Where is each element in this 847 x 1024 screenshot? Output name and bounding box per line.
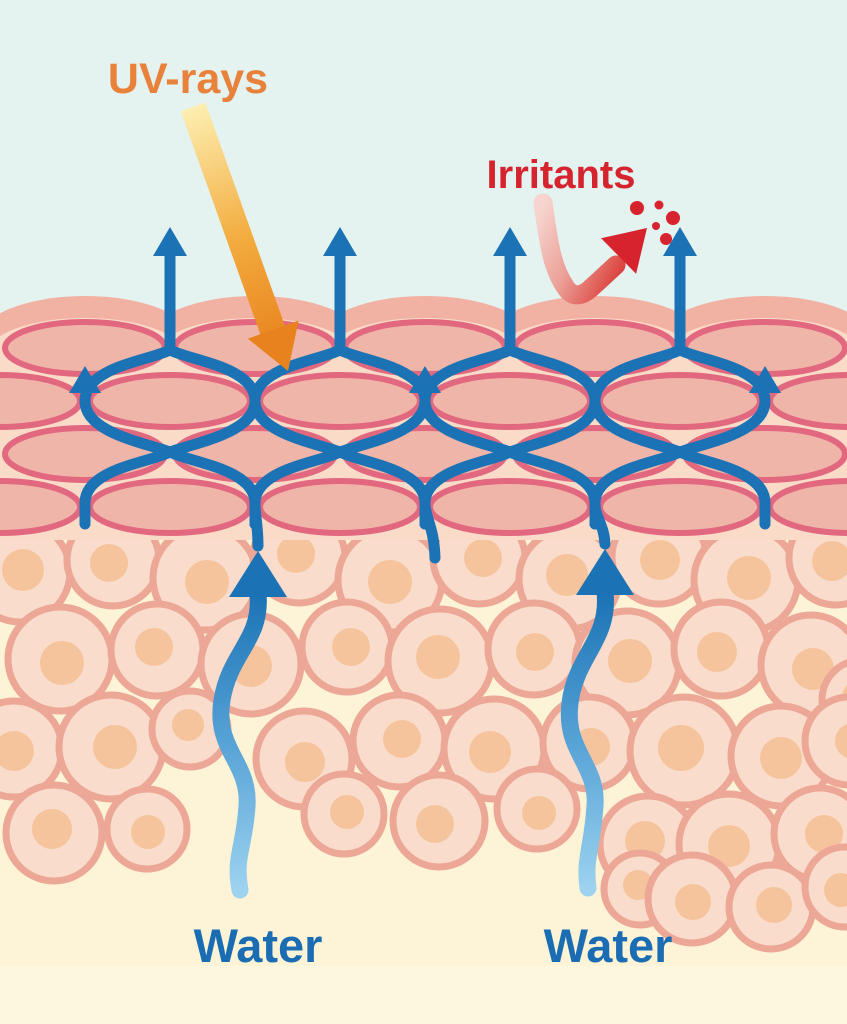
lower-background-strip xyxy=(0,966,847,1024)
irritant-particle xyxy=(660,233,672,245)
cell-nucleus xyxy=(824,873,847,907)
cell-nucleus xyxy=(697,632,737,672)
irritant-arrowhead xyxy=(601,228,647,274)
water-path-weave xyxy=(589,344,686,458)
water-label-left: Water xyxy=(193,919,323,972)
water-uptake-shaft xyxy=(560,583,614,897)
cell-nucleus xyxy=(285,742,325,782)
cell-nucleus xyxy=(172,709,204,741)
corneum-cell xyxy=(257,478,423,536)
irritants-label: Irritants xyxy=(486,153,636,197)
cell-nucleus xyxy=(727,556,771,600)
irritant-particle xyxy=(652,222,660,230)
water-path-stub xyxy=(589,497,611,550)
cell-nucleus xyxy=(40,641,84,685)
cell-nucleus xyxy=(812,541,847,581)
irritant-bounce-arrow xyxy=(533,193,680,305)
cell-nucleus xyxy=(90,544,128,582)
water-path-weave xyxy=(79,344,176,458)
water-uptake-arrow-right xyxy=(560,549,634,897)
moisture-arrowhead xyxy=(69,366,101,393)
corneum-cell xyxy=(597,478,763,536)
water-path-stub xyxy=(249,497,264,552)
water-evaporation-arrowhead xyxy=(663,227,697,256)
cell-nucleus xyxy=(332,628,370,666)
cell-nucleus xyxy=(0,731,34,771)
cell-nucleus xyxy=(640,540,680,580)
water-path-weave xyxy=(79,446,176,530)
irritant-shaft xyxy=(533,193,626,305)
cell-nucleus xyxy=(330,795,364,829)
cell-nucleus xyxy=(416,805,454,843)
irritant-particle xyxy=(630,201,644,215)
cell-nucleus xyxy=(760,737,802,779)
moisture-arrowhead xyxy=(749,366,781,393)
moisture-arrowhead xyxy=(409,366,441,393)
uv-ray-arrowhead xyxy=(247,320,299,371)
cell-nucleus xyxy=(32,809,72,849)
irritant-particles xyxy=(630,200,680,245)
cell-nucleus xyxy=(93,725,137,769)
corneum-cell xyxy=(512,425,678,483)
corneum-cell xyxy=(257,372,423,430)
cell-nucleus xyxy=(516,633,554,671)
water-path-weave xyxy=(419,344,516,458)
water-evaporation-paths xyxy=(69,227,781,564)
cell-nucleus xyxy=(277,535,315,573)
cell-nucleus xyxy=(2,549,44,591)
uv-ray-shaft xyxy=(180,102,286,336)
corneum-cell xyxy=(87,478,253,536)
water-uptake-arrow-left xyxy=(212,551,287,899)
cell-nucleus xyxy=(416,635,460,679)
cell-nucleus xyxy=(368,560,412,604)
cell-nucleus xyxy=(546,554,588,596)
cell-nucleus xyxy=(383,720,421,758)
water-path-weave xyxy=(674,446,771,530)
cell-nucleus xyxy=(469,731,511,773)
skin-cell xyxy=(801,693,847,789)
cell-nucleus xyxy=(792,648,834,690)
water-uptake-shaft xyxy=(212,585,267,899)
cell-nucleus xyxy=(756,887,792,923)
cell-nucleus xyxy=(658,725,704,771)
cell-nucleus xyxy=(805,815,843,853)
corneum-cell xyxy=(87,372,253,430)
corneum-cell xyxy=(342,425,508,483)
corneum-cell xyxy=(427,478,593,536)
cell-nucleus xyxy=(185,560,229,604)
cell-nucleus xyxy=(131,815,165,849)
water-evaporation-arrowhead xyxy=(323,227,357,256)
water-path-weave xyxy=(249,344,346,458)
cell-nucleus xyxy=(708,825,750,867)
water-path-stub xyxy=(419,497,441,564)
uv-rays-label: UV-rays xyxy=(107,55,269,103)
water-evaporation-arrowhead xyxy=(153,227,187,256)
cell-nucleus xyxy=(135,628,173,666)
corneum-cell xyxy=(2,425,168,483)
water-uptake-arrowhead xyxy=(229,551,287,597)
cell-nucleus xyxy=(464,539,502,577)
cell-nucleus xyxy=(608,639,652,683)
cell-nucleus xyxy=(835,724,847,758)
corneum-cell xyxy=(172,425,338,483)
cell-nucleus xyxy=(522,796,556,830)
corneum-cell xyxy=(597,372,763,430)
irritant-particle xyxy=(654,200,664,210)
cell-nucleus xyxy=(675,884,711,920)
irritant-particle xyxy=(666,211,680,225)
water-evaporation-arrowhead xyxy=(493,227,527,256)
water-path-weave xyxy=(674,344,771,458)
water-label-right: Water xyxy=(543,919,673,972)
corneum-cell xyxy=(512,319,678,377)
corneum-cell xyxy=(427,372,593,430)
water-uptake-arrowhead xyxy=(576,549,634,595)
corneum-cell xyxy=(682,425,847,483)
corneum-cell xyxy=(172,319,338,377)
uv-ray-arrow xyxy=(180,102,299,371)
